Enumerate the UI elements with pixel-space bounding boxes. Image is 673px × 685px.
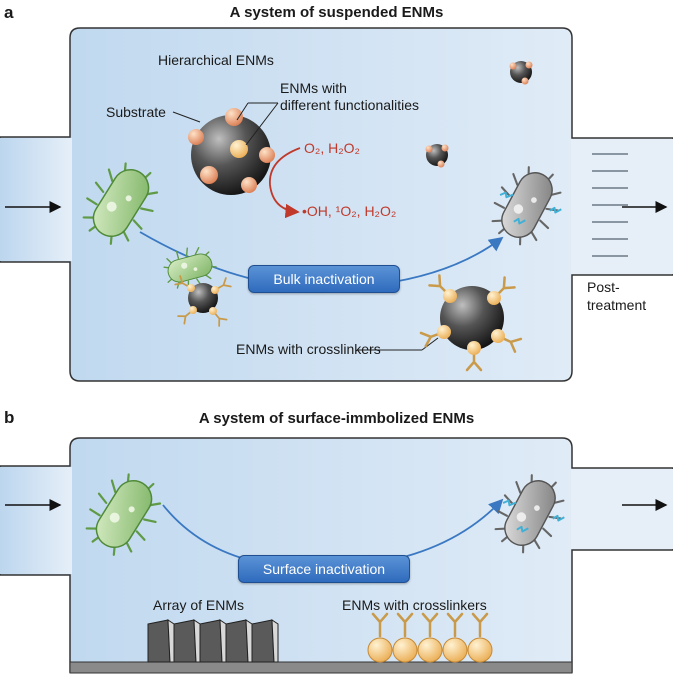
array-of-enms-label: Array of ENMs [153, 597, 245, 613]
surface-inactivation-badge: Surface inactivation [238, 555, 410, 583]
crosslinkers-label-b: ENMs with crosslinkers [342, 597, 487, 613]
products-label: •OH, ¹O₂, H₂O₂ [302, 203, 397, 219]
chamber-a [0, 27, 673, 382]
enm-array [147, 619, 279, 663]
functionalities-label-1: ENMs with [280, 80, 347, 96]
post-treatment-filter [592, 153, 628, 257]
crosslinker-enm-row [367, 612, 493, 663]
crosslinkers-label-a: ENMs with crosslinkers [236, 341, 381, 357]
panel-a-letter: a [4, 3, 14, 22]
functionalities-label-2: different functionalities [280, 97, 420, 113]
hierarchical-enms-label: Hierarchical ENMs [158, 52, 274, 68]
reactants-label: O₂, H₂O₂ [304, 140, 360, 156]
panel-a-title: A system of suspended ENMs [229, 4, 444, 21]
post-treatment-label-2: treatment [587, 297, 647, 313]
substrate-label: Substrate [106, 104, 166, 120]
substrate-floor [69, 661, 573, 674]
bulk-inactivation-badge: Bulk inactivation [248, 265, 400, 293]
hierarchical-enm [188, 108, 275, 195]
panel-b-title: A system of surface-immbolized ENMs [198, 410, 475, 427]
ros-reaction-arrow [269, 147, 301, 219]
crosslinker-enm-large [419, 274, 523, 372]
post-treatment-label-1: Post- [587, 279, 620, 295]
panel-b-letter: b [4, 408, 15, 427]
crosslinker-enm-small [174, 275, 232, 327]
